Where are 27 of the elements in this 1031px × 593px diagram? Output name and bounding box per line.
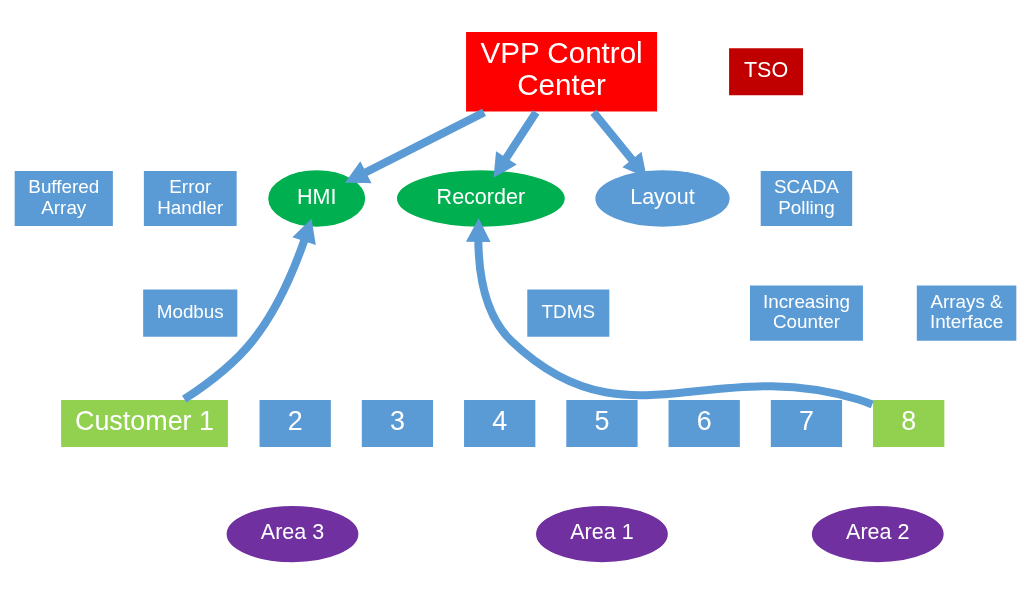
node-ellipse: Area 2: [810, 504, 945, 564]
node-box: VPP Control Center: [464, 30, 659, 113]
node-box: 3: [360, 398, 435, 448]
node-box: Buffered Array: [13, 169, 115, 227]
node-ellipse: Area 1: [534, 504, 670, 564]
node-box: 2: [258, 398, 333, 448]
node-ellipse: Layout: [594, 168, 731, 228]
node-box: 7: [769, 398, 844, 448]
node-box: 6: [667, 398, 742, 448]
node-ellipse: HMI: [266, 168, 367, 228]
arrow: [182, 218, 316, 403]
node-box: Error Handler: [142, 169, 238, 227]
node-box: Arrays & Interface: [915, 283, 1018, 342]
arrow: [345, 108, 486, 183]
arrow: [493, 109, 540, 178]
node-box: 4: [462, 398, 537, 448]
node-box: SCADA Polling: [759, 169, 854, 227]
node-box: Modbus: [141, 287, 239, 338]
node-box: Customer 1: [59, 398, 230, 448]
arrow: [465, 217, 874, 408]
node-box: TSO: [727, 46, 805, 97]
node-ellipse: Area 3: [225, 504, 360, 564]
node-box: 5: [564, 398, 639, 448]
node-box: TDMS: [525, 287, 611, 338]
node-box: 8: [871, 398, 946, 448]
node-ellipse: Recorder: [395, 168, 567, 228]
node-box: Increasing Counter: [748, 283, 865, 342]
